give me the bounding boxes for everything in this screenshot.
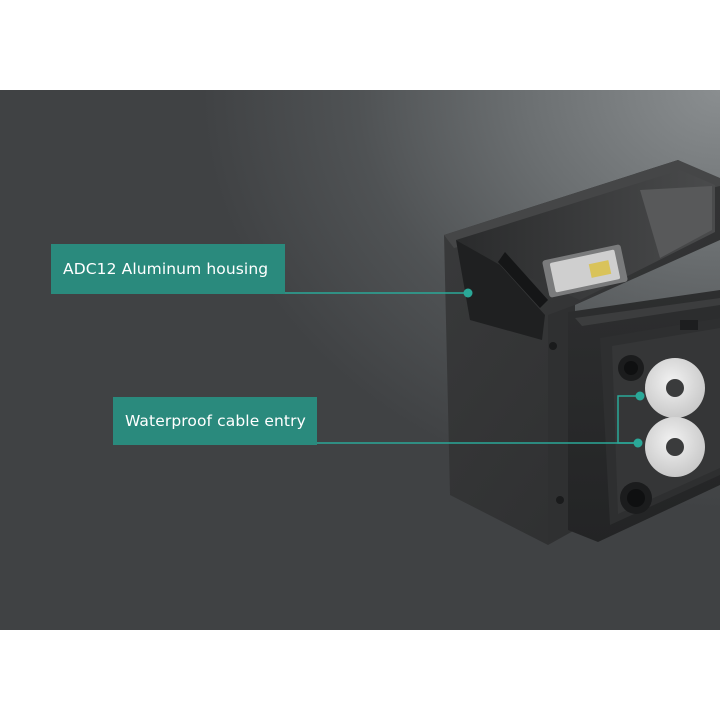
cable-callout-dot-upper: [635, 391, 645, 401]
cable-callout-dot-lower: [633, 438, 643, 448]
housing-callout-dot: [463, 288, 473, 298]
light-fixture-illustration: [285, 160, 720, 545]
callout-connectors: [285, 288, 645, 448]
housing-side-face: [444, 160, 720, 545]
cable-entry-callout-label: Waterproof cable entry: [113, 397, 317, 445]
housing-callout-label: ADC12 Aluminum housing: [51, 244, 285, 294]
cable-entry-grommets: [618, 320, 705, 514]
product-photo: [0, 90, 720, 630]
